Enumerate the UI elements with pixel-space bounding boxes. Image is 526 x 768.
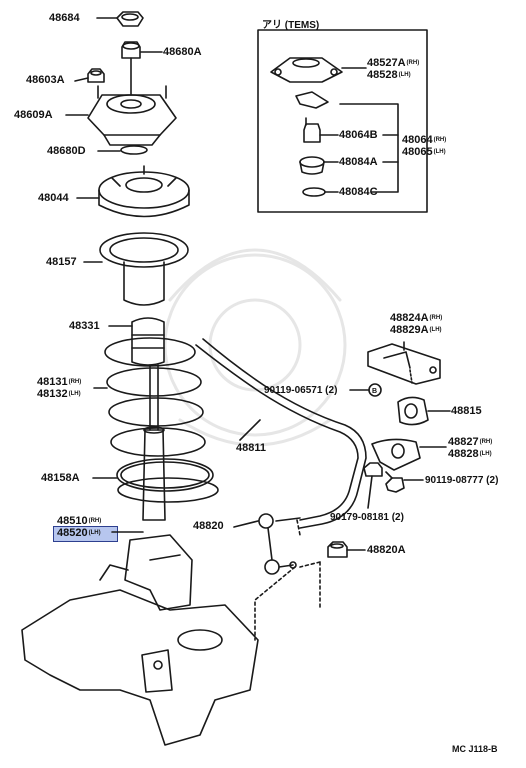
label-48331: 48331 [69, 320, 100, 332]
inset-title: アリ (TEMS) [262, 20, 320, 31]
label-48044: 48044 [38, 192, 69, 204]
tems-inset-frame [257, 29, 428, 213]
label-48527A: 48527A(RH) [367, 57, 420, 69]
label-48828: 48828(LH) [448, 448, 492, 460]
label-48603A: 48603A [26, 74, 65, 86]
label-48680D: 48680D [47, 145, 86, 157]
part-48527A-upper-mount [270, 57, 343, 83]
part-48044-seat [98, 165, 190, 218]
marker-b: B [372, 388, 378, 395]
label-48820: 48820 [193, 520, 224, 532]
label-48132: 48132(LH) [37, 388, 81, 400]
label-48065: 48065(LH) [402, 146, 446, 158]
part-48064B-cushion [303, 117, 321, 143]
label-48084C: 48084C [339, 186, 378, 198]
label-90179-08181: 90179-08181 (2) [330, 512, 404, 523]
part-48815-bushing [397, 396, 429, 426]
part-48158A-lower-seat [116, 458, 219, 503]
part-48609A-support [87, 85, 177, 146]
part-48157-insulator [99, 232, 189, 306]
label-48157: 48157 [46, 256, 77, 268]
part-48603A-nut [87, 68, 105, 83]
label-48827: 48827(RH) [448, 436, 493, 448]
label-48811: 48811 [236, 442, 266, 454]
part-90179-08181-nut [363, 462, 383, 477]
part-48510-strut [142, 364, 166, 521]
label-48829A: 48829A(LH) [390, 324, 442, 336]
part-48131-coil-spring [104, 337, 206, 457]
label-90119-08777: 90119-08777 (2) [425, 475, 499, 486]
label-48684: 48684 [49, 12, 80, 24]
selected-part-highlight [53, 526, 118, 542]
part-48820-link [258, 513, 301, 575]
diagram-caption: MC J118-B [452, 744, 498, 754]
steering-knuckle [21, 589, 259, 746]
label-48820A: 48820A [367, 544, 406, 556]
label-48158A: 48158A [41, 472, 80, 484]
strut-lower-bracket [124, 534, 193, 611]
part-48084C-ring [302, 187, 326, 197]
label-48815: 48815 [451, 405, 482, 417]
label-48528: 48528(LH) [367, 69, 411, 81]
label-48824A: 48824A(RH) [390, 312, 443, 324]
part-90119-08777-bolt [385, 471, 405, 493]
part-48084A-cap [299, 156, 325, 175]
label-48084A: 48084A [339, 156, 378, 168]
group-bracket-48064 [339, 103, 399, 193]
part-48680D-washer [120, 145, 148, 155]
label-90119-06571: 90119-06571 (2) [264, 385, 338, 396]
tems-actuator-bracket [295, 91, 329, 109]
label-48609A: 48609A [14, 109, 53, 121]
label-48520[interactable]: 48520(LH) [57, 527, 101, 539]
part-48824A-bracket [367, 343, 441, 385]
part-48680A-nut [121, 41, 141, 59]
part-48684-cap [116, 11, 144, 27]
label-48680A: 48680A [163, 46, 202, 58]
label-48131: 48131(RH) [37, 376, 82, 388]
label-48064: 48064(RH) [402, 134, 447, 146]
part-48811-stabilizer-bar [195, 338, 367, 529]
part-48331-stopper [131, 317, 165, 366]
part-48820A-nut [327, 541, 348, 558]
label-48064B: 48064B [339, 129, 378, 141]
label-48510: 48510(RH) [57, 515, 102, 527]
part-48827-bracket [371, 438, 421, 471]
